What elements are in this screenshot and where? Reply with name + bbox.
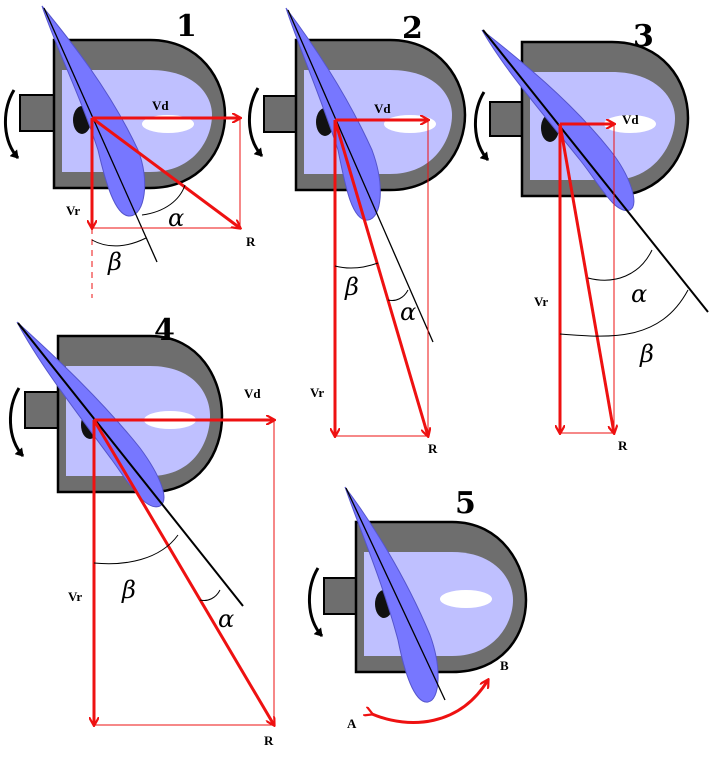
- panel-number: 5: [455, 486, 476, 521]
- alpha-arc: [587, 249, 653, 281]
- panel-3: 3 Vd Vr R α β: [473, 19, 709, 453]
- beta-label: β: [639, 340, 654, 368]
- beta-label: β: [107, 248, 122, 276]
- r-label: R: [428, 441, 438, 456]
- r-vector: [558, 123, 614, 433]
- panel-number: 3: [633, 19, 654, 54]
- alpha-arc: [387, 289, 409, 301]
- vr-label: Vr: [534, 294, 548, 309]
- alpha-label: α: [631, 280, 647, 308]
- a-label: A: [347, 716, 357, 731]
- blade-axis: [345, 487, 446, 701]
- r-vector: [92, 419, 274, 725]
- panel-1: 1 Vd Vr R α β: [3, 5, 256, 298]
- rotation-arrow-icon: [3, 89, 20, 159]
- rotation-arrow-icon: [307, 567, 324, 637]
- vd-label: Vd: [152, 98, 169, 113]
- blade: [41, 5, 146, 217]
- alpha-label: α: [400, 298, 416, 326]
- vr-label: Vr: [310, 385, 324, 400]
- r-vector: [333, 119, 428, 436]
- blade-axis: [287, 9, 434, 343]
- panel-number: 1: [176, 9, 197, 44]
- r-vector: [91, 116, 240, 228]
- panel-2: 2 Vd Vr R β α: [247, 7, 467, 456]
- alpha-label: α: [168, 204, 184, 232]
- panel-number: 2: [402, 11, 423, 46]
- rotation-arrow-icon: [8, 387, 25, 457]
- b-label: B: [500, 658, 509, 673]
- pitch-change-arrow: [372, 680, 488, 724]
- vd-label: Vd: [374, 101, 391, 116]
- alpha-arc: [141, 184, 186, 216]
- beta-arc: [91, 237, 147, 247]
- beta-arc: [93, 534, 179, 565]
- vr-label: Vr: [66, 203, 80, 218]
- vd-label: Vd: [622, 112, 639, 127]
- vr-label: Vr: [68, 589, 82, 604]
- alpha-arc: [199, 589, 221, 601]
- blade-axis: [17, 322, 244, 607]
- r-label: R: [264, 733, 274, 748]
- beta-label: β: [344, 273, 359, 301]
- panel-4: 4 Vd Vr R β α: [8, 313, 274, 748]
- rotation-arrow-icon: [247, 87, 264, 157]
- r-label: R: [246, 234, 256, 249]
- vd-label: Vd: [244, 386, 261, 401]
- panel-5: 5 A B: [307, 486, 528, 731]
- beta-label: β: [121, 576, 136, 604]
- blade-axis: [482, 29, 709, 313]
- beta-arc: [559, 289, 689, 337]
- r-label: R: [618, 438, 628, 453]
- alpha-label: α: [218, 605, 234, 633]
- beta-arc: [334, 262, 379, 269]
- rotation-arrow-icon: [473, 91, 490, 161]
- blade-axis: [43, 7, 158, 263]
- panel-number: 4: [154, 313, 175, 348]
